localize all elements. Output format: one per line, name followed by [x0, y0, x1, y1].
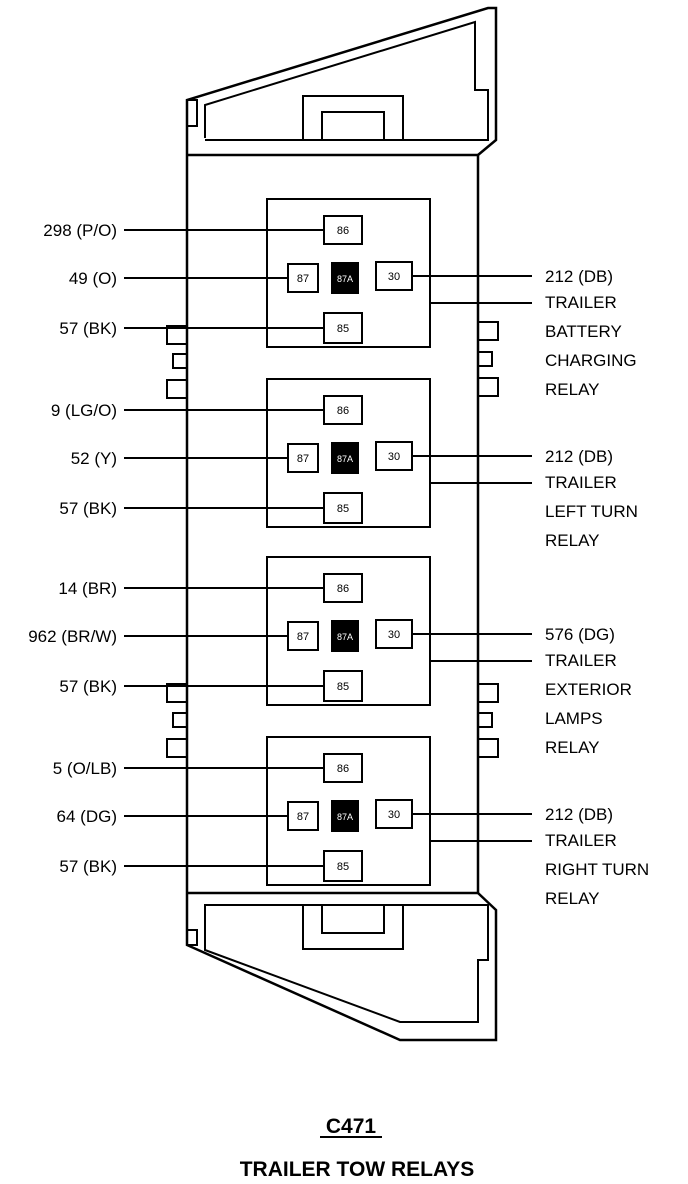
wire-87-label: 49 (O)	[69, 269, 117, 288]
relay-4: 86 87 87A 30 85 5 (O/LB) 64 (DG) 57 (BK) 212 (DB…	[53, 736, 649, 908]
pin-30-label: 30	[388, 451, 400, 463]
pin-30-label: 30	[388, 809, 400, 821]
relay-name-line: CHARGING	[545, 351, 637, 370]
pin-85-label: 85	[337, 503, 349, 515]
wire-87-label: 52 (Y)	[71, 449, 117, 468]
wire-85-label: 57 (BK)	[59, 677, 117, 696]
pin-87a-label: 87A	[337, 812, 353, 822]
wire-85-label: 57 (BK)	[59, 857, 117, 876]
pin-30-label: 30	[388, 271, 400, 283]
pin-87-label: 87	[297, 631, 309, 643]
wire-85-label: 57 (BK)	[59, 319, 117, 338]
pin-85-label: 85	[337, 861, 349, 873]
relay-name-line: RELAY	[545, 738, 600, 757]
wire-86-label: 5 (O/LB)	[53, 759, 117, 778]
wire-86-label: 14 (BR)	[58, 579, 117, 598]
relay-body	[266, 198, 431, 348]
pin-85-box	[323, 670, 363, 702]
relay-2: 86 87 87A 30 85 9 (LG/O) 52 (Y) 57 (BK) 212 (DB)…	[51, 378, 638, 550]
pin-87a-box	[331, 800, 359, 832]
relay-3: 86 87 87A 30 85 14 (BR) 962 (BR/W) 57 (BK) 576 (…	[28, 556, 632, 757]
pin-87-label: 87	[297, 273, 309, 285]
pin-86-label: 86	[337, 583, 349, 595]
pin-85-box	[323, 492, 363, 524]
relay-name-line: TRAILER	[545, 293, 617, 312]
relay-name-line: LEFT TURN	[545, 502, 638, 521]
pin-87a-box	[331, 620, 359, 652]
wire-86-label: 9 (LG/O)	[51, 401, 117, 420]
relay-name-line: TRAILER	[545, 651, 617, 670]
wire-87-label: 64 (DG)	[57, 807, 117, 826]
diagram-title: TRAILER TOW RELAYS	[240, 1158, 475, 1181]
pin-87-label: 87	[297, 453, 309, 465]
wire-85-label: 57 (BK)	[59, 499, 117, 518]
pin-87a-label: 87A	[337, 274, 353, 284]
relay-body	[266, 378, 431, 528]
pin-86-label: 86	[337, 405, 349, 417]
wire-30-label: 212 (DB)	[545, 267, 613, 286]
pin-85-label: 85	[337, 323, 349, 335]
pin-87a-label: 87A	[337, 632, 353, 642]
pin-30-box	[375, 619, 413, 649]
relay-name-line: RIGHT TURN	[545, 860, 649, 879]
pin-86-box	[323, 215, 363, 245]
relay-name-line: RELAY	[545, 531, 600, 550]
relay-name-line: LAMPS	[545, 709, 603, 728]
pin-87a-box	[331, 442, 359, 474]
relay-body	[266, 736, 431, 886]
relay-body	[266, 556, 431, 706]
wire-30-label: 212 (DB)	[545, 447, 613, 466]
wire-30-label: 576 (DG)	[545, 625, 615, 644]
relay-name-line: RELAY	[545, 889, 600, 908]
pin-87-label: 87	[297, 811, 309, 823]
relay-box-housing	[166, 6, 499, 1042]
relay-name-line: EXTERIOR	[545, 680, 632, 699]
pin-86-label: 86	[337, 763, 349, 775]
relays: 86 87 87A 30 85 298 (P/O) 49 (O) 57 (BK) 212 (DB…	[28, 198, 649, 908]
pin-30-box	[375, 799, 413, 829]
pin-30-label: 30	[388, 629, 400, 641]
wire-87-label: 962 (BR/W)	[28, 627, 117, 646]
pin-85-label: 85	[337, 681, 349, 693]
pin-87a-label: 87A	[337, 454, 353, 464]
pin-87a-box	[331, 262, 359, 294]
wire-86-label: 298 (P/O)	[43, 221, 117, 240]
pin-30-box	[375, 261, 413, 291]
relay-name-line: BATTERY	[545, 322, 622, 341]
pin-85-box	[323, 312, 363, 344]
relay-name-line: TRAILER	[545, 831, 617, 850]
wire-30-label: 212 (DB)	[545, 805, 613, 824]
relay-name-line: RELAY	[545, 380, 600, 399]
pin-87-box	[287, 263, 319, 293]
pin-86-label: 86	[337, 225, 349, 237]
connector-id: C471	[326, 1115, 377, 1138]
relay-1: 86 87 87A 30 85 298 (P/O) 49 (O) 57 (BK) 212 (DB…	[43, 198, 637, 399]
relay-name-line: TRAILER	[545, 473, 617, 492]
pin-87-box	[287, 801, 319, 831]
